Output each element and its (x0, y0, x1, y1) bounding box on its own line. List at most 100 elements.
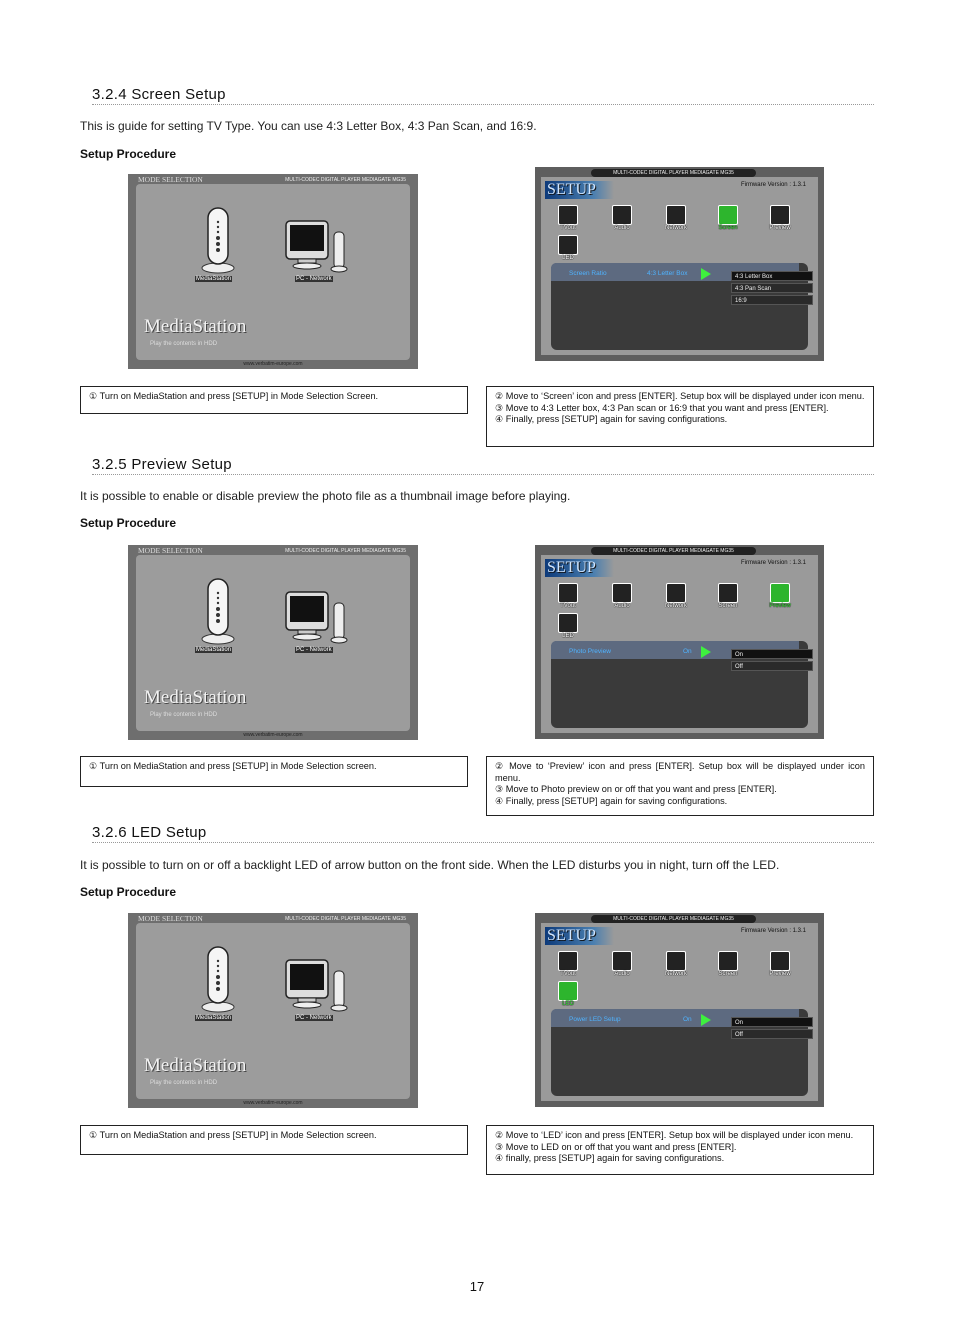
pc-network-icon (285, 220, 348, 273)
setup-icon-network[interactable]: Network (665, 205, 687, 231)
setting-option[interactable]: 4:3 Letter Box (731, 271, 813, 281)
setup-box: Screen Ratio 4:3 Letter Box 4:3 Letter B… (551, 263, 813, 350)
mode-selection-screenshot: MODE SELECTION MULTI-CODEC DIGITAL PLAYE… (128, 545, 418, 740)
audio-icon (612, 205, 632, 225)
setup-icon-label: LED (562, 633, 574, 639)
mode-header-title: MODE SELECTION (138, 175, 203, 184)
setup-icon-label: Audio (614, 225, 630, 231)
mode-option-pc-network[interactable]: PC - Network (295, 276, 333, 282)
website-url: www.verbatim-europe.com (243, 361, 303, 367)
setting-option[interactable]: On (731, 649, 813, 659)
setup-top-bar: MULTI-CODEC DIGITAL PLAYER MEDIAGATE MG3… (591, 915, 756, 923)
firmware-version: Firmware Version : 1.3.1 (740, 560, 806, 566)
setup-icon-network[interactable]: Network (665, 951, 687, 977)
caption-steps-2-4: ② Move to ‘Preview’ icon and press [ENTE… (486, 756, 874, 816)
pc-network-icon (285, 959, 348, 1012)
network-icon (666, 583, 686, 603)
setup-icon-tvout[interactable]: TVout (557, 583, 579, 609)
caption-line: ③ Move to LED on or off that you want an… (495, 1141, 737, 1152)
setup-title: SETUP (545, 927, 614, 945)
audio-icon (612, 951, 632, 971)
setting-current-value: On (683, 648, 692, 655)
setting-label: Photo Preview (569, 648, 611, 655)
mode-panel (136, 923, 410, 1099)
setup-icon-label: Network (664, 971, 687, 977)
section-intro: It is possible to turn on or off a backl… (80, 858, 780, 872)
setup-icon-tvout[interactable]: TVout (557, 951, 579, 977)
mode-header-product: MULTI-CODEC DIGITAL PLAYER MEDIAGATE MG3… (285, 548, 406, 554)
setup-icon-label: Preview (769, 225, 791, 231)
network-icon (666, 951, 686, 971)
setup-icon-label: LED (562, 255, 574, 261)
network-icon (666, 205, 686, 225)
setting-label: Power LED Setup (569, 1016, 621, 1023)
setup-title: SETUP (545, 181, 614, 199)
caption-step-1: ① Turn on MediaStation and press [SETUP]… (80, 1125, 468, 1155)
page-number: 17 (469, 1279, 485, 1294)
setup-icon-label: Network (664, 603, 687, 609)
mode-header-product: MULTI-CODEC DIGITAL PLAYER MEDIAGATE MG3… (285, 916, 406, 922)
setup-icon-screen[interactable]: Screen (717, 583, 739, 609)
setup-icon-label: Preview (769, 971, 791, 977)
caption-line: ① Turn on MediaStation and press [SETUP]… (89, 391, 379, 401)
setup-icon-tvout[interactable]: TVout (557, 205, 579, 231)
mode-option-pc-network[interactable]: PC - Network (295, 647, 333, 653)
tvout-icon (558, 205, 578, 225)
tvout-icon (558, 951, 578, 971)
setup-icon-label: Audio (614, 603, 630, 609)
mode-option-mediastation[interactable]: MediaStation (195, 1015, 233, 1021)
section-intro: It is possible to enable or disable prev… (80, 489, 571, 503)
mode-option-pc-network[interactable]: PC - Network (295, 1015, 333, 1021)
setup-icon-led[interactable]: LED (557, 613, 579, 639)
setup-icon-audio[interactable]: Audio (611, 205, 633, 231)
firmware-version: Firmware Version : 1.3.1 (740, 928, 806, 934)
mediastation-logo: MediaStation (144, 1055, 247, 1076)
setting-option[interactable]: On (731, 1017, 813, 1027)
setup-icon-preview[interactable]: Preview (769, 951, 791, 977)
setup-icon-preview[interactable]: Preview (769, 205, 791, 231)
setup-screenshot: MULTI-CODEC DIGITAL PLAYER MEDIAGATE MG3… (535, 913, 824, 1107)
setup-icon-network[interactable]: Network (665, 583, 687, 609)
mode-subtitle: Play the contents in HDD (150, 341, 218, 347)
mode-option-mediastation[interactable]: MediaStation (195, 647, 233, 653)
setup-icon-audio[interactable]: Audio (611, 951, 633, 977)
setting-option[interactable]: 4:3 Pan Scan (731, 283, 813, 293)
setup-icon-led[interactable]: LED (557, 235, 579, 261)
mediastation-logo: MediaStation (144, 687, 247, 708)
setup-icon-label: Audio (614, 971, 630, 977)
arrow-right-icon (701, 646, 711, 658)
setup-icon-preview[interactable]: Preview (769, 583, 791, 609)
preview-icon (770, 951, 790, 971)
setup-icon-audio[interactable]: Audio (611, 583, 633, 609)
setup-icon-led[interactable]: LED (557, 981, 579, 1007)
procedure-heading: Setup Procedure (80, 147, 177, 161)
caption-step-1: ① Turn on MediaStation and press [SETUP]… (80, 756, 468, 787)
screen-icon (718, 583, 738, 603)
setup-icon-screen[interactable]: Screen (717, 951, 739, 977)
mode-header-title: MODE SELECTION (138, 546, 203, 555)
section-title: 3.2.4 Screen Setup (92, 86, 874, 105)
mediastation-device-icon (201, 946, 235, 1013)
section-intro: This is guide for setting TV Type. You c… (80, 119, 537, 133)
setting-current-value: 4:3 Letter Box (647, 270, 688, 277)
mode-panel (136, 555, 410, 731)
caption-line: ③ Move to Photo preview on or off that y… (495, 784, 777, 794)
mode-subtitle: Play the contents in HDD (150, 1080, 218, 1086)
mode-option-mediastation[interactable]: MediaStation (195, 276, 233, 282)
setup-icon-label: LED (562, 1001, 574, 1007)
setup-top-bar: MULTI-CODEC DIGITAL PLAYER MEDIAGATE MG3… (591, 169, 756, 177)
setup-icon-label: TVout (560, 603, 576, 609)
setup-screenshot: MULTI-CODEC DIGITAL PLAYER MEDIAGATE MG3… (535, 545, 824, 739)
setup-icon-screen[interactable]: Screen (717, 205, 739, 231)
website-url: www.verbatim-europe.com (243, 1100, 303, 1106)
led-icon (558, 235, 578, 255)
setting-option[interactable]: Off (731, 1029, 813, 1039)
setting-option[interactable]: 16:9 (731, 295, 813, 305)
setup-icon-label: TVout (560, 225, 576, 231)
setting-option[interactable]: Off (731, 661, 813, 671)
section-title: 3.2.5 Preview Setup (92, 456, 874, 475)
mediastation-logo: MediaStation (144, 316, 247, 337)
led-icon (558, 981, 578, 1001)
audio-icon (612, 583, 632, 603)
